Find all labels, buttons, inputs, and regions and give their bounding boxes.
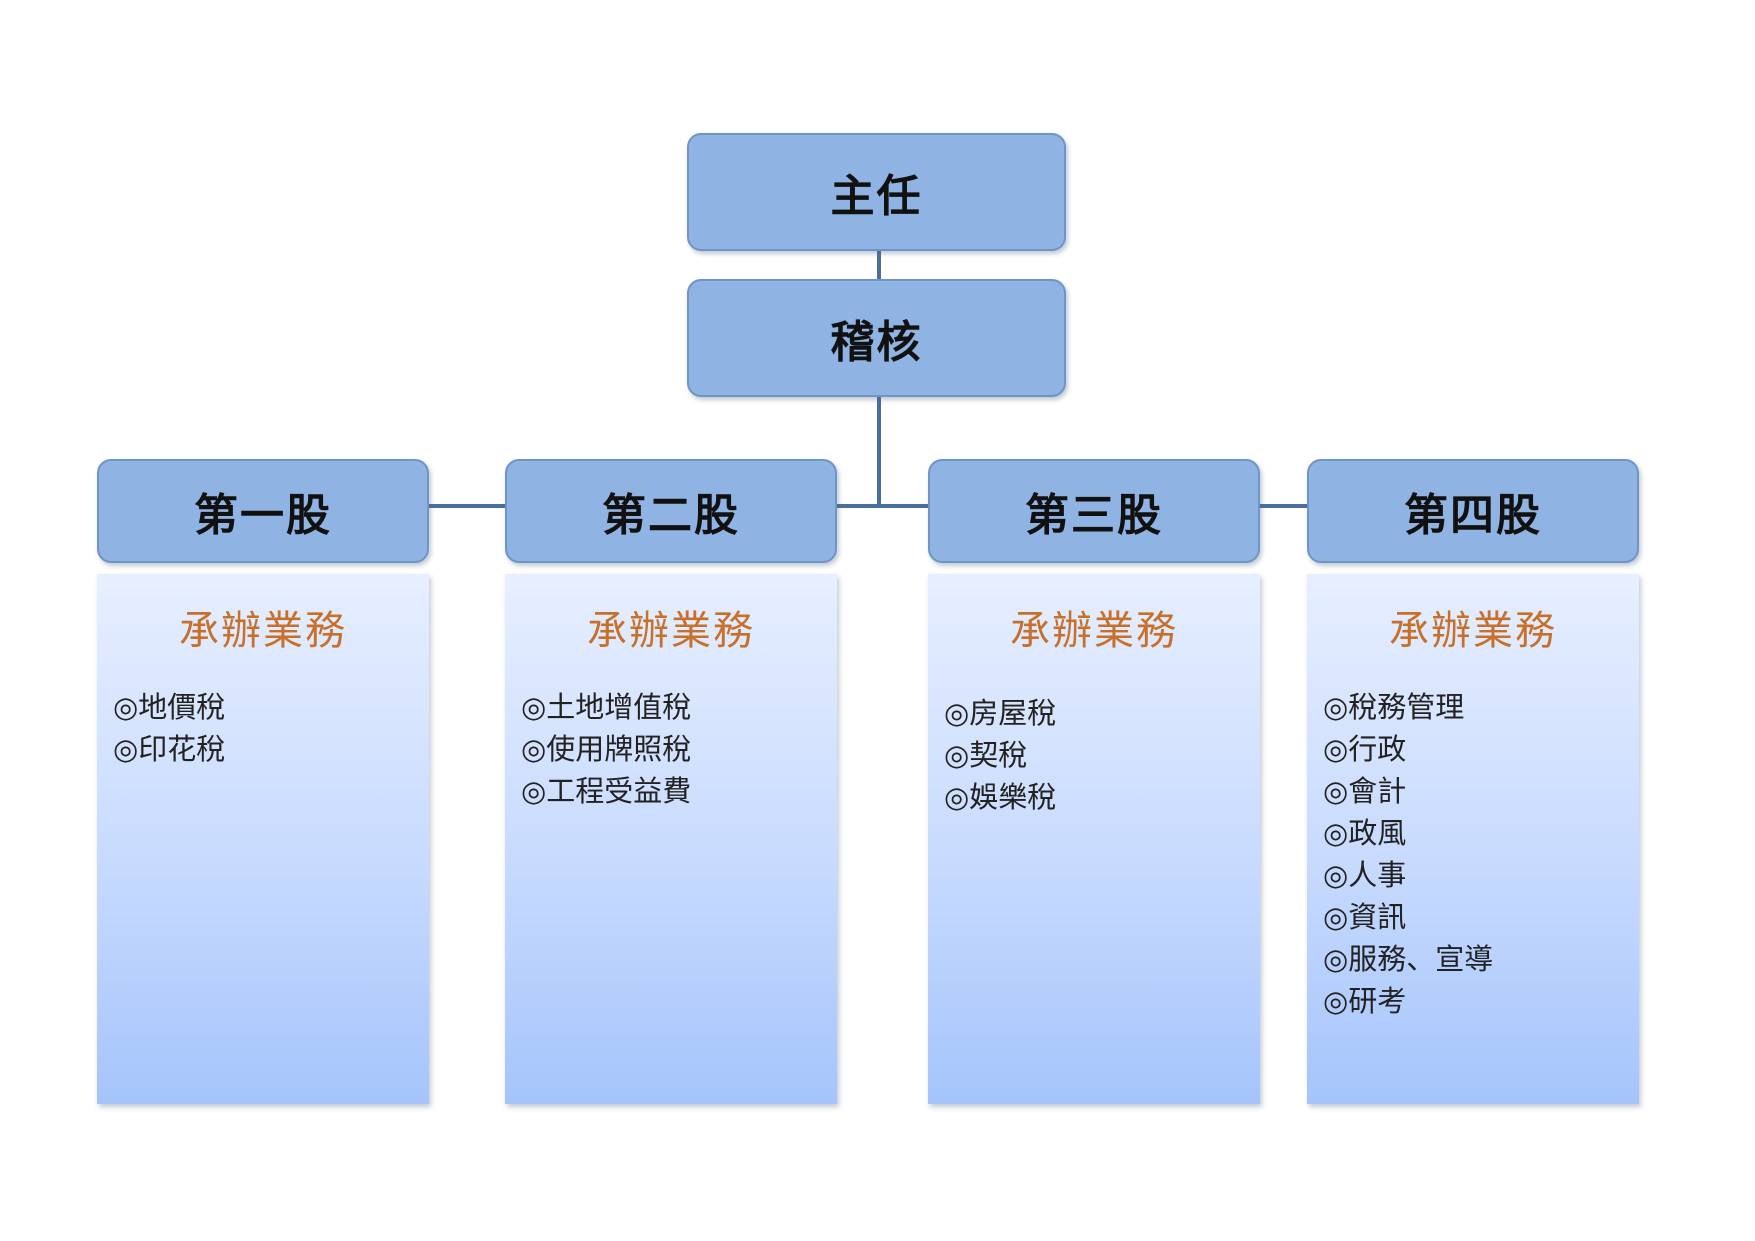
director-label: 主任 — [830, 171, 923, 222]
duties-panel-4: 承辦業務 ◎稅務管理 ◎行政 ◎會計 ◎政風 ◎人事 ◎資訊 ◎服務、宣導 ◎研… — [1307, 574, 1639, 1104]
duty-item: ◎資訊 — [1323, 900, 1407, 934]
duties-panel-1: 承辦業務 ◎地價稅 ◎印花稅 — [97, 574, 429, 1104]
duty-item: ◎政風 — [1323, 816, 1407, 850]
section-label: 第二股 — [602, 490, 740, 541]
connector-director-auditor — [877, 250, 881, 280]
director-box: 主任 — [687, 133, 1066, 251]
section-box-2: 第二股 — [505, 459, 837, 563]
duty-item: ◎會計 — [1323, 774, 1407, 808]
duties-title: 承辦業務 — [1010, 608, 1178, 654]
section-box-4: 第四股 — [1307, 459, 1639, 563]
connector-auditor-trunk — [877, 396, 881, 506]
section-label: 第四股 — [1404, 490, 1542, 541]
duty-item: ◎使用牌照稅 — [521, 732, 692, 766]
duty-item: ◎行政 — [1323, 732, 1407, 766]
section-box-1: 第一股 — [97, 459, 429, 563]
duties-list: ◎地價稅 ◎印花稅 — [113, 686, 225, 770]
duties-list: ◎稅務管理 ◎行政 ◎會計 ◎政風 ◎人事 ◎資訊 ◎服務、宣導 ◎研考 — [1323, 686, 1493, 1022]
duty-item: ◎工程受益費 — [521, 774, 692, 808]
duty-item: ◎地價稅 — [113, 690, 226, 724]
duties-list: ◎房屋稅 ◎契稅 ◎娛樂稅 — [944, 692, 1056, 818]
section-label: 第三股 — [1025, 490, 1163, 541]
duty-item: ◎土地增值稅 — [521, 690, 692, 724]
connector-horizontal-bar — [428, 504, 1308, 508]
duty-item: ◎稅務管理 — [1323, 690, 1465, 724]
duty-item: ◎研考 — [1323, 984, 1407, 1018]
duty-item: ◎服務、宣導 — [1323, 942, 1494, 976]
section-label: 第一股 — [194, 490, 332, 541]
duties-panel-3: 承辦業務 ◎房屋稅 ◎契稅 ◎娛樂稅 — [928, 574, 1260, 1104]
auditor-label: 稽核 — [830, 317, 923, 368]
duties-panel-2: 承辦業務 ◎土地增值稅 ◎使用牌照稅 ◎工程受益費 — [505, 574, 837, 1104]
duties-list: ◎土地增值稅 ◎使用牌照稅 ◎工程受益費 — [521, 686, 691, 812]
auditor-box: 稽核 — [687, 279, 1066, 397]
duty-item: ◎人事 — [1323, 858, 1407, 892]
duty-item: ◎契稅 — [944, 738, 1028, 772]
section-box-3: 第三股 — [928, 459, 1260, 563]
duties-title: 承辦業務 — [179, 608, 347, 654]
duties-title: 承辦業務 — [1389, 608, 1557, 654]
duty-item: ◎房屋稅 — [944, 696, 1057, 730]
duty-item: ◎印花稅 — [113, 732, 226, 766]
duties-title: 承辦業務 — [587, 608, 755, 654]
duty-item: ◎娛樂稅 — [944, 780, 1057, 814]
